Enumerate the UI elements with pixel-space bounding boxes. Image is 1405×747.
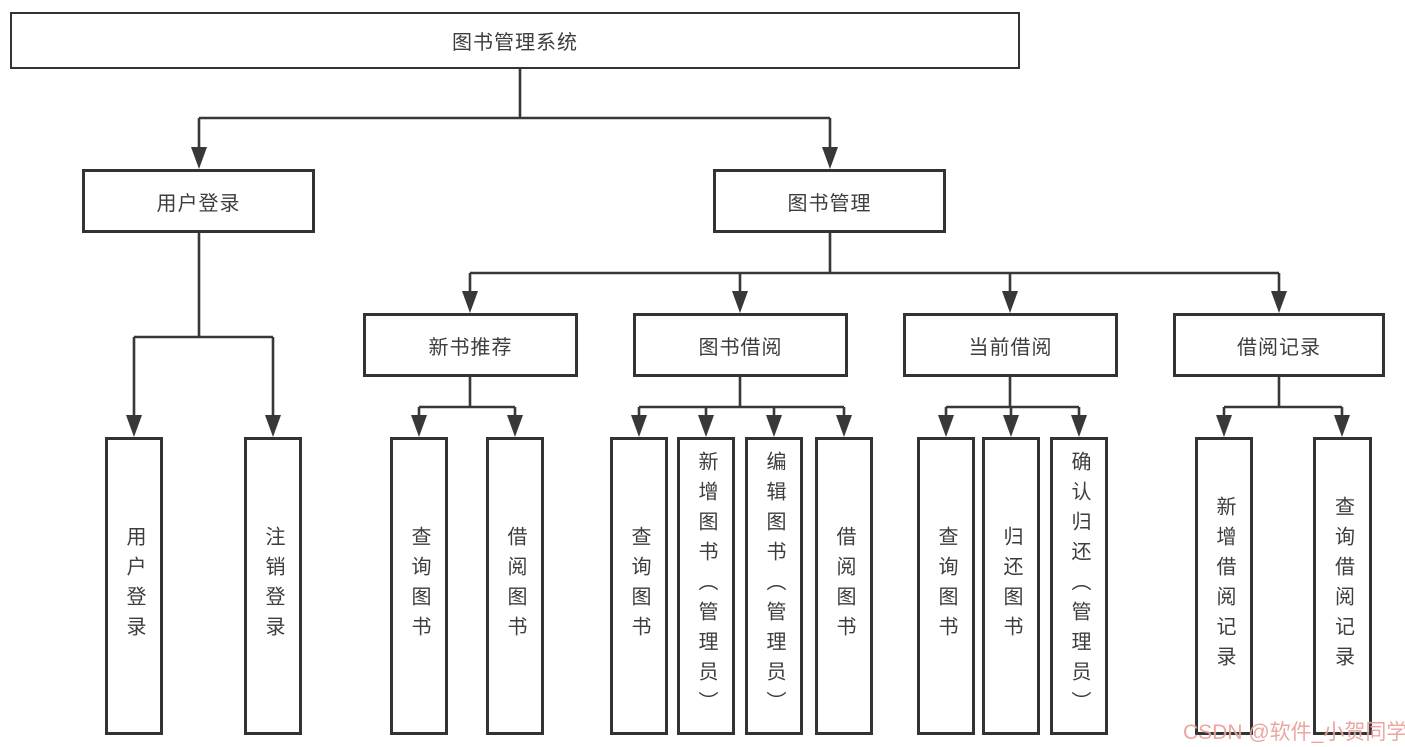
node-library-management-system: 图书管理系统 [10,12,1020,69]
arrowhead-icon [191,147,207,169]
node-label: 新书推荐 [428,336,513,359]
node-label: 用户登录 [123,526,145,646]
connector-line [197,69,832,153]
leaf-confirm-return-admin: 确认归还（管理员） [1050,437,1108,735]
arrowhead-icon [1216,415,1232,437]
arrowhead-icon [1271,291,1287,313]
watermark: CSDN @软件_小贺同学 [1183,721,1405,744]
arrowhead-icon [507,415,523,437]
arrowhead-icon [822,147,838,169]
node-label: 图书管理 [787,192,872,215]
connector-line [637,377,846,421]
arrowhead-icon [1334,415,1350,437]
node-label: 查询借阅记录 [1331,496,1354,676]
node-label: 借阅记录 [1237,336,1321,359]
leaf-edit-books-admin: 编辑图书（管理员） [745,437,803,735]
node-label: 当前借阅 [968,336,1053,359]
node-label: 注销登录 [262,526,284,646]
node-label: 新增借阅记录 [1213,496,1235,676]
arrowhead-icon [698,415,714,437]
arrowhead-icon [462,291,478,313]
arrowhead-icon [836,415,852,437]
node-book-borrowing: 图书借阅 [633,313,848,377]
leaf-return-books: 归还图书 [982,437,1040,735]
arrowhead-icon [766,415,782,437]
arrowhead-icon [1002,291,1018,313]
node-label: 查询图书 [408,526,430,646]
arrowhead-icon [1003,415,1019,437]
leaf-query-books-3: 查询图书 [917,437,975,735]
leaf-borrow-books-2: 借阅图书 [815,437,873,735]
node-label: 归还图书 [1000,526,1022,646]
leaf-add-borrow-record: 新增借阅记录 [1195,437,1253,735]
arrowhead-icon [265,415,281,437]
node-current-borrowing: 当前借阅 [903,313,1118,377]
arrowhead-icon [631,415,647,437]
node-label: 确认归还（管理员） [1068,451,1090,721]
node-book-management: 图书管理 [713,169,946,233]
leaf-borrow-books-1: 借阅图书 [486,437,544,735]
node-label: 查询图书 [935,526,957,646]
node-label: 图书借阅 [698,336,783,359]
node-label: 图书管理系统 [452,32,578,54]
arrowhead-icon [126,415,142,437]
connector-line [944,377,1081,421]
node-new-book-recommend: 新书推荐 [363,313,578,377]
connector-line [417,377,517,421]
node-label: 编辑图书（管理员） [763,451,785,721]
arrowhead-icon [1071,415,1087,437]
arrowhead-icon [938,415,954,437]
node-user-login: 用户登录 [82,169,315,233]
node-label: 新增图书（管理员） [695,451,717,721]
node-label: 借阅图书 [833,526,855,646]
node-label: 查询图书 [628,526,650,646]
leaf-query-books-1: 查询图书 [390,437,448,735]
leaf-query-books-2: 查询图书 [610,437,668,735]
leaf-add-books-admin: 新增图书（管理员） [677,437,735,735]
connector-line [468,233,1281,297]
leaf-user-login: 用户登录 [105,437,163,735]
node-label: 借阅图书 [504,526,526,646]
node-borrowing-records: 借阅记录 [1173,313,1385,377]
node-label: 用户登录 [156,192,241,215]
arrowhead-icon [411,415,427,437]
arrowhead-icon [732,291,748,313]
leaf-logout: 注销登录 [244,437,302,735]
connector-line [1222,377,1344,421]
leaf-query-borrow-record: 查询借阅记录 [1313,437,1372,735]
connector-line [132,233,275,421]
